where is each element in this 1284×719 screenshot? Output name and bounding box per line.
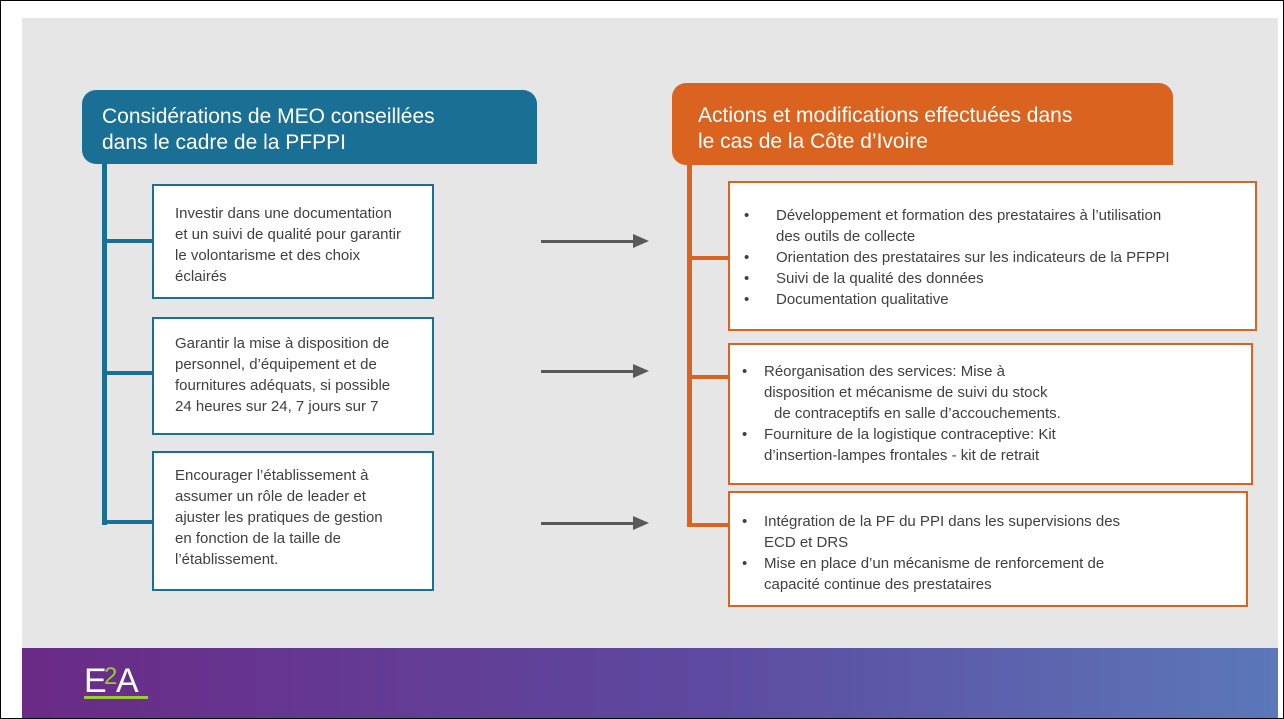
bullet-line: Réorganisation des services: Mise à: [764, 363, 1005, 380]
bullet-item: Développement et formation des prestatai…: [736, 205, 1245, 247]
right-box-1: Développement et formation des prestatai…: [728, 181, 1257, 331]
left-connector-branch-2: [102, 371, 152, 375]
left-box-2-line: 24 heures sur 24, 7 jours sur 7: [175, 398, 379, 415]
left-box-1: Investir dans une documentation et un su…: [152, 184, 434, 299]
bullet-line: Documentation qualitative: [776, 291, 949, 308]
bullet-item: Intégration de la PF du PPI dans les sup…: [734, 511, 1236, 553]
svg-text:A: A: [116, 662, 139, 700]
right-connector-trunk: [687, 164, 692, 527]
bullet-line: Mise en place d’un mécanisme de renforce…: [764, 555, 1105, 572]
bullet-line: de contraceptifs en salle d’accouchement…: [774, 405, 1061, 422]
left-box-2-line: Garantir la mise à disposition de: [175, 335, 390, 352]
bullet-item: Documentation qualitative: [736, 289, 1245, 310]
left-box-2-line: personnel, d’équipement et de: [175, 356, 377, 373]
bullet-item: Réorganisation des services: Mise à disp…: [734, 361, 1241, 424]
left-column-header: Considérations de MEO conseillées dans l…: [82, 90, 537, 164]
left-connector-trunk: [102, 164, 107, 525]
arrow-right-3: [541, 516, 649, 530]
left-box-1-line: éclairés: [175, 268, 227, 285]
right-box-2: Réorganisation des services: Mise à disp…: [728, 343, 1253, 485]
right-box-3: Intégration de la PF du PPI dans les sup…: [728, 491, 1248, 607]
right-connector-branch-1: [687, 256, 729, 260]
bullet-item: Mise en place d’un mécanisme de renforce…: [734, 553, 1236, 595]
left-box-2: Garantir la mise à disposition de person…: [152, 317, 434, 435]
bullet-item: Suivi de la qualité des données: [736, 268, 1245, 289]
arrow-right-1: [541, 234, 649, 248]
bullet-line: Intégration de la PF du PPI dans les sup…: [764, 513, 1121, 530]
left-box-2-line: fournitures adéquats, si possible: [175, 377, 391, 394]
bullet-line: Fourniture de la logistique contraceptiv…: [764, 426, 1056, 443]
right-connector-branch-2: [687, 375, 729, 379]
bullet-line: disposition et mécanisme de suivi du sto…: [764, 384, 1048, 401]
left-box-3-line: Encourager l’établissement à: [175, 467, 369, 484]
left-box-3-line: en fonction de la taille de: [175, 530, 341, 547]
bullet-item: Fourniture de la logistique contraceptiv…: [734, 424, 1241, 466]
bullet-line: Orientation des prestataires sur les ind…: [776, 249, 1170, 266]
left-box-1-line: Investir dans une documentation: [175, 205, 392, 222]
left-header-line-1: Considérations de MEO conseillées: [102, 105, 435, 128]
left-box-3: Encourager l’établissement à assumer un …: [152, 451, 434, 591]
bullet-line: ECD et DRS: [764, 534, 849, 551]
left-box-1-line: le volontarisme et des choix: [175, 247, 361, 264]
left-connector-branch-1: [102, 239, 152, 243]
e2a-logo: E 2 A: [84, 662, 148, 700]
svg-text:E: E: [84, 662, 107, 700]
left-box-3-line: ajuster les pratiques de gestion: [175, 509, 383, 526]
left-box-3-line: l’établissement.: [175, 551, 279, 568]
left-connector-branch-3: [102, 520, 152, 524]
right-connector-branch-3: [687, 523, 729, 527]
right-header-line-2: le cas de la Côte d’Ivoire: [698, 130, 928, 153]
left-box-3-line: assumer un rôle de leader et: [175, 488, 366, 505]
bullet-line: Développement et formation des prestatai…: [776, 207, 1162, 224]
svg-text:2: 2: [104, 663, 117, 690]
bullet-line: capacité continue des prestataires: [764, 576, 992, 593]
bullet-line: des outils de collecte: [776, 228, 916, 245]
footer-band: E 2 A: [22, 648, 1278, 718]
left-header-line-2: dans le cadre de la PFPPI: [102, 131, 346, 154]
bullet-item: Orientation des prestataires sur les ind…: [736, 247, 1245, 268]
arrow-right-2: [541, 364, 649, 378]
right-column-header: Actions et modifications effectuées dans…: [672, 83, 1173, 165]
bullet-line: d’insertion-lampes frontales - kit de re…: [764, 447, 1040, 464]
right-header-line-1: Actions et modifications effectuées dans: [698, 104, 1073, 127]
left-box-1-line: et un suivi de qualité pour garantir: [175, 226, 401, 243]
bullet-line: Suivi de la qualité des données: [776, 270, 984, 287]
